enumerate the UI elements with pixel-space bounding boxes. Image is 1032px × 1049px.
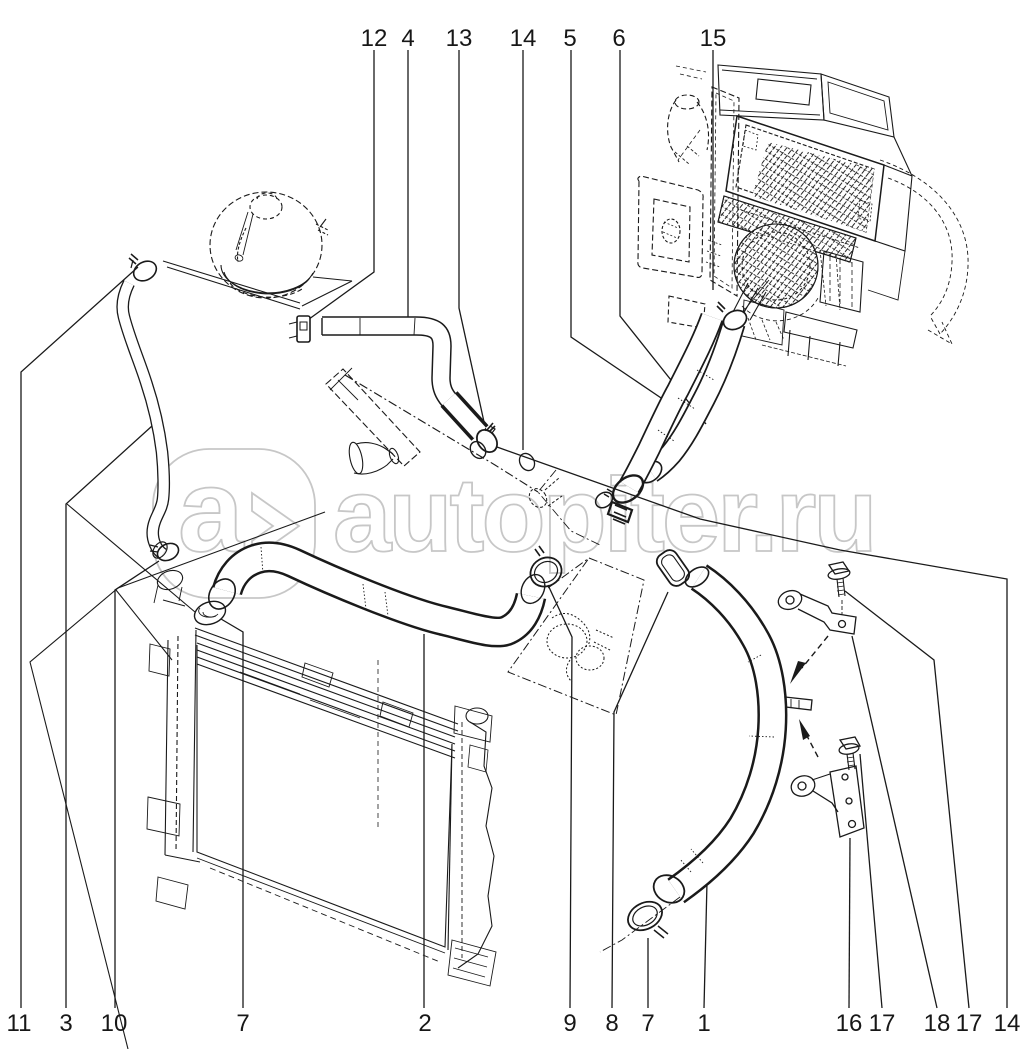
svg-text:11: 11 [7,1010,32,1037]
svg-text:13: 13 [446,25,473,52]
svg-text:15: 15 [700,25,727,52]
svg-text:7: 7 [236,1010,249,1037]
svg-text:autopiter.ru: autopiter.ru [333,457,875,574]
svg-text:7: 7 [641,1010,654,1037]
svg-text:17: 17 [869,1010,896,1037]
svg-text:4: 4 [401,25,414,52]
svg-text:18: 18 [924,1010,951,1037]
svg-text:3: 3 [59,1010,72,1037]
svg-text:14: 14 [994,1010,1021,1037]
svg-text:8: 8 [605,1010,618,1037]
svg-text:5: 5 [563,25,576,52]
svg-text:2: 2 [418,1010,431,1037]
svg-text:12: 12 [361,25,388,52]
svg-text:17: 17 [956,1010,983,1037]
svg-text:14: 14 [510,25,537,52]
svg-text:10: 10 [101,1010,128,1037]
svg-text:6: 6 [612,25,625,52]
svg-text:9: 9 [563,1010,576,1037]
svg-text:1: 1 [697,1010,710,1037]
svg-text:16: 16 [836,1010,863,1037]
